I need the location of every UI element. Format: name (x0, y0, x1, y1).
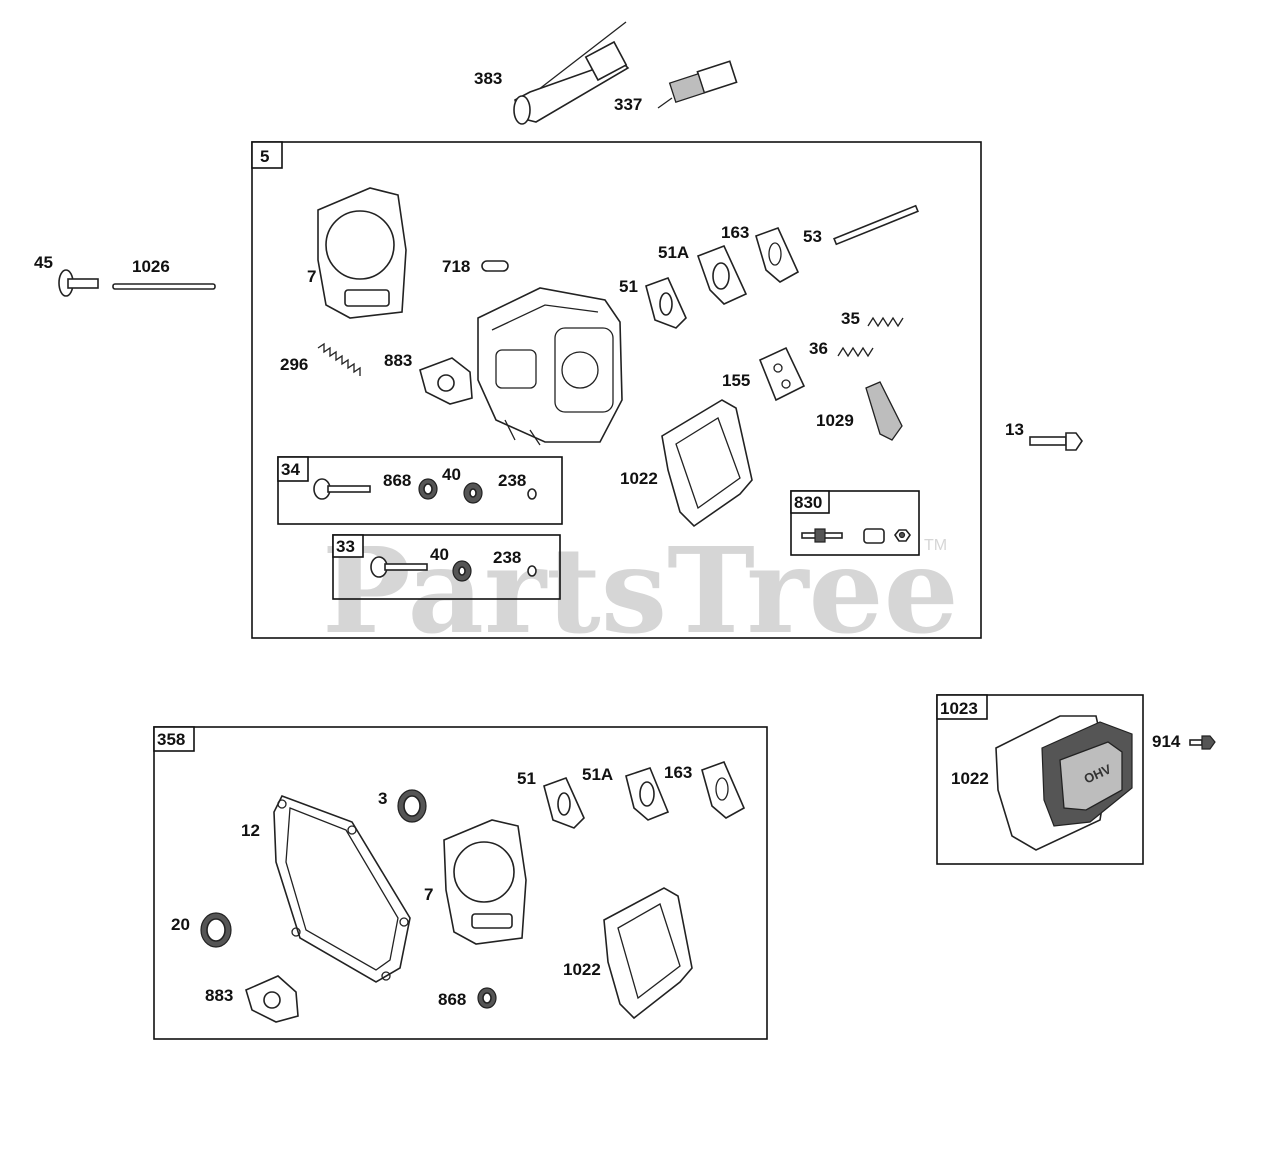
head-gasket-bottom-part[interactable] (443, 819, 527, 945)
head-gasket-part[interactable] (317, 187, 407, 319)
callout-51-top: 51 (619, 277, 638, 296)
callout-7-bottom: 7 (424, 885, 433, 904)
group-358-frame (153, 726, 768, 1040)
group-830-tag-box (790, 490, 830, 514)
group-1023-tag: 1023 (940, 699, 978, 718)
group-1023-tag-box (936, 694, 988, 720)
callout-3: 3 (378, 789, 387, 808)
insulator-part[interactable] (696, 244, 748, 305)
insulator-bottom-part[interactable] (625, 767, 670, 821)
bolt-part[interactable] (1029, 432, 1083, 451)
callout-296: 296 (280, 355, 308, 374)
callout-238-top: 238 (498, 471, 526, 490)
stud-part[interactable] (833, 204, 919, 246)
callout-7-top: 7 (307, 267, 316, 286)
callout-51-bottom: 51 (517, 769, 536, 788)
carburetor-gasket-bottom-part[interactable] (701, 760, 746, 819)
valve-collet-mid-part[interactable] (527, 565, 537, 577)
callout-383: 383 (474, 69, 502, 88)
crankcase-gasket-part[interactable] (273, 795, 411, 983)
valve-guide-part[interactable] (58, 269, 99, 297)
valve-cover-part[interactable]: OHV (995, 715, 1133, 851)
oil-seal-3-part[interactable] (397, 789, 427, 823)
watermark: PartsTree (322, 521, 959, 660)
callout-40-mid: 40 (430, 545, 449, 564)
callout-1022-top: 1022 (620, 469, 658, 488)
callout-1022-bottom: 1022 (563, 960, 601, 979)
group-5-tag: 5 (260, 147, 269, 166)
group-34-tag: 34 (281, 460, 300, 479)
callout-12: 12 (241, 821, 260, 840)
valve-spring-exhaust-part[interactable] (867, 316, 904, 328)
push-rod-guide-part[interactable] (758, 346, 806, 402)
valve-spring-intake-part[interactable] (837, 346, 874, 358)
callout-914: 914 (1152, 732, 1181, 751)
valve-retainer-top-part[interactable] (463, 482, 483, 504)
callout-20: 20 (171, 915, 190, 934)
callout-883-top: 883 (384, 351, 412, 370)
pivot-ball-part[interactable] (863, 528, 885, 544)
group-33-tag-box (332, 534, 364, 558)
callout-35: 35 (841, 309, 860, 328)
valve-retainer-mid-part[interactable] (452, 560, 472, 582)
callout-718: 718 (442, 257, 470, 276)
callout-36: 36 (809, 339, 828, 358)
exhaust-valve-part[interactable] (313, 478, 371, 500)
valve-seal-top-part[interactable] (418, 478, 438, 500)
callout-1026: 1026 (132, 257, 170, 276)
watermark-trademark: TM (924, 537, 947, 554)
group-830-frame (790, 490, 920, 556)
breather-gasket-part[interactable] (419, 357, 473, 405)
callout-1022-right: 1022 (951, 769, 989, 788)
callout-51a-bottom: 51A (582, 765, 613, 784)
callout-883-bottom: 883 (205, 986, 233, 1005)
valve-collet-top-part[interactable] (527, 488, 537, 500)
intake-valve-part[interactable] (370, 556, 428, 578)
callout-868-top: 868 (383, 471, 411, 490)
callout-155: 155 (722, 371, 750, 390)
breather-gasket-bottom-part[interactable] (245, 975, 299, 1023)
oil-seal-20-part[interactable] (200, 912, 232, 948)
callout-163-bottom: 163 (664, 763, 692, 782)
valve-seal-bottom-part[interactable] (477, 987, 497, 1009)
valve-cover-gasket-top-part[interactable] (661, 399, 753, 528)
callout-13: 13 (1005, 420, 1024, 439)
group-5-frame (251, 141, 982, 639)
group-34-frame (277, 456, 563, 525)
cylinder-head-part[interactable] (477, 287, 623, 446)
callout-337: 337 (614, 95, 642, 114)
intake-gasket-part[interactable] (645, 276, 687, 329)
group-34-tag-box (277, 456, 309, 482)
group-33-frame (332, 534, 561, 600)
cover-screw-part[interactable] (1189, 735, 1216, 750)
callout-238-mid: 238 (493, 548, 521, 567)
callout-163-top: 163 (721, 223, 749, 242)
dowel-pin-part[interactable] (481, 260, 509, 272)
spark-plug-part[interactable] (657, 60, 738, 109)
spark-plug-wrench-part[interactable] (513, 21, 630, 125)
callout-51a-top: 51A (658, 243, 689, 262)
intake-gasket-bottom-part[interactable] (543, 776, 585, 829)
group-1023-frame (936, 694, 1144, 865)
group-358-tag: 358 (157, 730, 185, 749)
valve-cover-gasket-bottom-part[interactable] (603, 887, 693, 1020)
group-358-tag-box (153, 726, 195, 752)
carburetor-gasket-part[interactable] (755, 226, 800, 283)
group-830-tag: 830 (794, 493, 822, 512)
callout-1029: 1029 (816, 411, 854, 430)
rocker-arm-part[interactable] (865, 381, 903, 441)
callout-53: 53 (803, 227, 822, 246)
callout-45: 45 (34, 253, 53, 272)
rocker-nut-part[interactable] (894, 529, 911, 542)
breather-spring-part[interactable] (317, 342, 361, 376)
group-33-tag: 33 (336, 537, 355, 556)
callout-40-top: 40 (442, 465, 461, 484)
rocker-stud-part[interactable] (801, 528, 843, 543)
group-5-tag-box (251, 141, 283, 169)
push-rod-part[interactable] (112, 283, 216, 290)
callout-868-bottom: 868 (438, 990, 466, 1009)
